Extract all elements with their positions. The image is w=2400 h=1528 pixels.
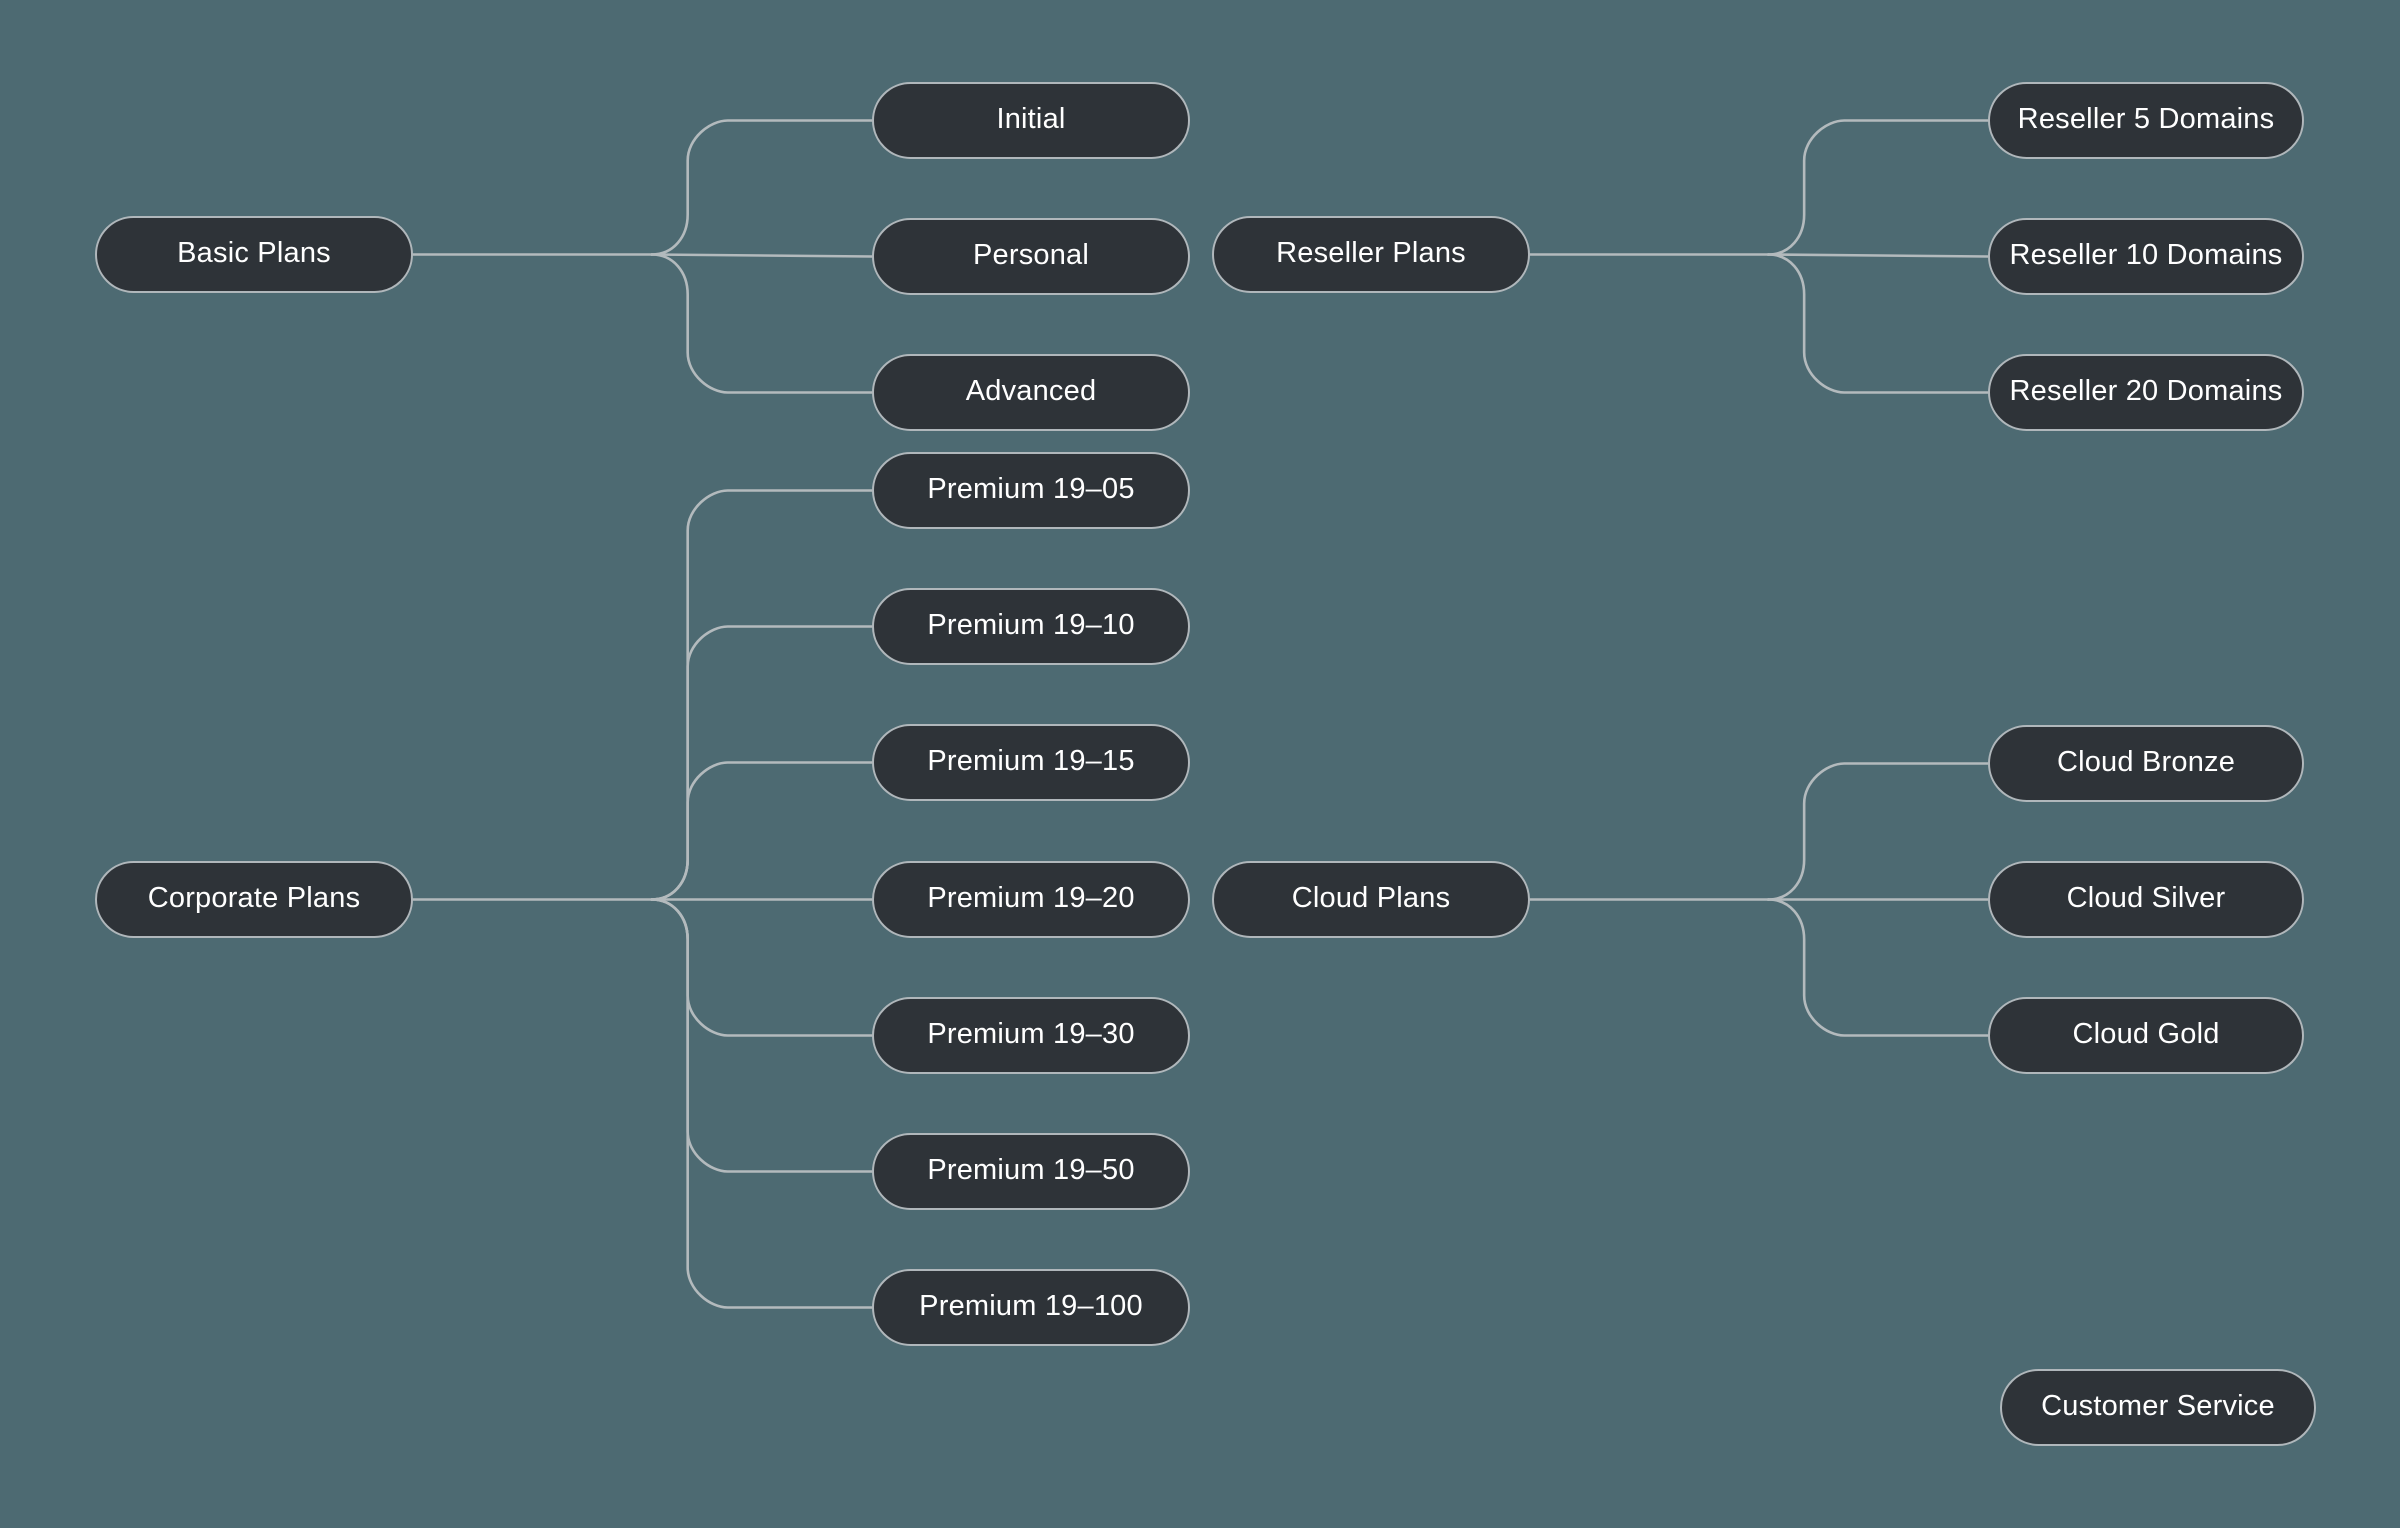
connector-reseller-plans-to-reseller-10 xyxy=(1766,253,1990,258)
node-label: Reseller 20 Domains xyxy=(2009,375,2283,407)
node-label: Premium 19–30 xyxy=(927,1018,1135,1050)
connector-corporate-plans-to-premium-19-100 xyxy=(650,898,874,1309)
node-premium-19-05[interactable]: Premium 19–05 xyxy=(872,452,1190,529)
node-label: Cloud Plans xyxy=(1291,882,1451,914)
node-reseller-5[interactable]: Reseller 5 Domains xyxy=(1988,82,2304,159)
connector-corporate-plans-to-premium-19-05 xyxy=(650,489,874,901)
connector-basic-plans-to-advanced xyxy=(650,253,874,394)
node-label: Customer Service xyxy=(2041,1390,2275,1422)
node-label: Personal xyxy=(972,239,1090,271)
node-label: Reseller 5 Domains xyxy=(2017,103,2275,135)
connector-corporate-plans-to-premium-19-30 xyxy=(650,898,874,1037)
node-reseller-plans[interactable]: Reseller Plans xyxy=(1212,216,1530,293)
node-reseller-20[interactable]: Reseller 20 Domains xyxy=(1988,354,2304,431)
connector-basic-plans-to-initial xyxy=(650,119,874,256)
node-label: Premium 19–15 xyxy=(927,745,1135,777)
connector-cloud-plans-to-cloud-bronze xyxy=(1766,762,1990,901)
node-label: Premium 19–100 xyxy=(919,1290,1143,1322)
node-premium-19-10[interactable]: Premium 19–10 xyxy=(872,588,1190,665)
node-label: Cloud Gold xyxy=(2072,1018,2220,1050)
node-label: Corporate Plans xyxy=(147,882,361,914)
node-cloud-plans[interactable]: Cloud Plans xyxy=(1212,861,1530,938)
node-premium-19-50[interactable]: Premium 19–50 xyxy=(872,1133,1190,1210)
connector-corporate-plans-to-premium-19-15 xyxy=(650,761,874,901)
connector-corporate-plans-to-premium-19-10 xyxy=(650,625,874,901)
node-premium-19-15[interactable]: Premium 19–15 xyxy=(872,724,1190,801)
connector-cloud-plans-to-cloud-gold xyxy=(1766,898,1990,1037)
node-cloud-silver[interactable]: Cloud Silver xyxy=(1988,861,2304,938)
node-label: Basic Plans xyxy=(177,237,331,269)
node-personal[interactable]: Personal xyxy=(872,218,1190,295)
node-advanced[interactable]: Advanced xyxy=(872,354,1190,431)
node-cloud-gold[interactable]: Cloud Gold xyxy=(1988,997,2304,1074)
node-label: Premium 19–05 xyxy=(927,473,1135,505)
node-label: Premium 19–10 xyxy=(927,609,1135,641)
node-label: Cloud Bronze xyxy=(2056,746,2236,778)
node-basic-plans[interactable]: Basic Plans xyxy=(95,216,413,293)
node-label: Cloud Silver xyxy=(2066,882,2226,914)
node-label: Reseller 10 Domains xyxy=(2009,239,2283,271)
connector-corporate-plans-to-premium-19-50 xyxy=(650,898,874,1173)
node-premium-19-30[interactable]: Premium 19–30 xyxy=(872,997,1190,1074)
node-corporate-plans[interactable]: Corporate Plans xyxy=(95,861,413,938)
node-cloud-bronze[interactable]: Cloud Bronze xyxy=(1988,725,2304,802)
node-label: Premium 19–20 xyxy=(927,882,1135,914)
node-initial[interactable]: Initial xyxy=(872,82,1190,159)
node-label: Initial xyxy=(996,103,1066,135)
connector-basic-plans-to-personal xyxy=(650,253,874,258)
node-label: Reseller Plans xyxy=(1276,237,1466,269)
node-label: Advanced xyxy=(965,375,1097,407)
node-premium-19-20[interactable]: Premium 19–20 xyxy=(872,861,1190,938)
node-premium-19-100[interactable]: Premium 19–100 xyxy=(872,1269,1190,1346)
node-customer-service[interactable]: Customer Service xyxy=(2000,1369,2316,1446)
node-reseller-10[interactable]: Reseller 10 Domains xyxy=(1988,218,2304,295)
connector-reseller-plans-to-reseller-5 xyxy=(1766,119,1990,256)
connector-reseller-plans-to-reseller-20 xyxy=(1766,253,1990,394)
node-label: Premium 19–50 xyxy=(927,1154,1135,1186)
